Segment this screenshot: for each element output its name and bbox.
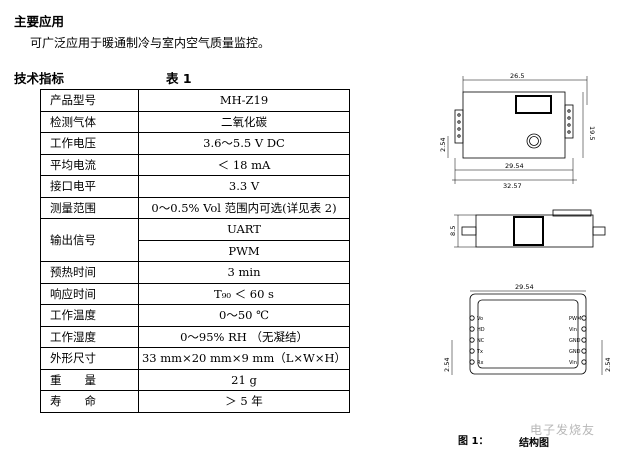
spec-value: 3.6～5.5 V DC: [138, 132, 350, 155]
spec-value: ＞ 5 年: [138, 390, 350, 413]
dimension-label: 26.5: [510, 72, 524, 80]
pin-label-right: GND: [569, 338, 581, 344]
spec-key: 产品型号: [40, 89, 139, 112]
spec-key: 预热时间: [40, 261, 139, 284]
spec-value: 0～95% RH （无凝结）: [138, 325, 350, 348]
dimension-label: 29.54: [505, 162, 524, 170]
table-label: 表 1: [166, 71, 192, 86]
dimension-label: 8.5: [449, 226, 457, 236]
spec-value: UART: [138, 218, 350, 241]
table-row: 寿 命＞ 5 年: [40, 390, 350, 413]
spec-key: 输出信号: [40, 218, 139, 262]
section-text: 可广泛应用于暖通制冷与室内空气质量监控。: [30, 36, 271, 50]
pin-label-right: Vin: [569, 327, 577, 333]
pin-label-left: NC: [477, 338, 485, 344]
side-view: [454, 209, 606, 248]
pin-label-right: GND: [569, 349, 581, 355]
section-title: 主要应用: [14, 14, 65, 29]
bottom-view: [451, 290, 603, 375]
pin-label-left: Vo: [477, 316, 483, 322]
pin-label-left: HD: [477, 327, 485, 333]
dimension-label: 32.57: [503, 182, 522, 190]
spec-value: 0～0.5% Vol 范围内可选(详见表 2): [138, 196, 350, 219]
spec-value: PWM: [138, 239, 350, 262]
spec-value: 33 mm×20 mm×9 mm（L×W×H）: [138, 347, 350, 370]
spec-key: 测量范围: [40, 196, 139, 219]
pin-label-left: Tx: [476, 349, 483, 355]
dimension-label: 2.54: [443, 358, 451, 372]
spec-value: MH-Z19: [138, 89, 350, 112]
specs-title: 技术指标: [14, 71, 65, 86]
dimension-label: 29.54: [515, 283, 534, 291]
dimension-label: 2.54: [439, 138, 447, 152]
pin-label-right: PWM: [569, 316, 581, 322]
spec-value: 21 g: [138, 368, 350, 391]
top-view: [447, 76, 588, 184]
figure-caption: 图 1：: [458, 436, 489, 447]
pin-label-right: Vin: [569, 360, 577, 366]
watermark: 电子发烧友: [530, 423, 596, 437]
spec-key: 寿 命: [40, 390, 139, 413]
dimension-label: 19.5: [588, 126, 596, 140]
pin-label-left: Rx: [477, 360, 483, 366]
figure-caption-tail: 结构图: [519, 438, 549, 449]
spec-key: 外形尺寸: [40, 347, 139, 370]
table-row: 平均电流＜ 18 mA: [40, 153, 350, 176]
table-row: PWM: [41, 239, 350, 262]
dimension-label: 2.54: [604, 358, 612, 372]
spec-key: 平均电流: [40, 153, 139, 176]
